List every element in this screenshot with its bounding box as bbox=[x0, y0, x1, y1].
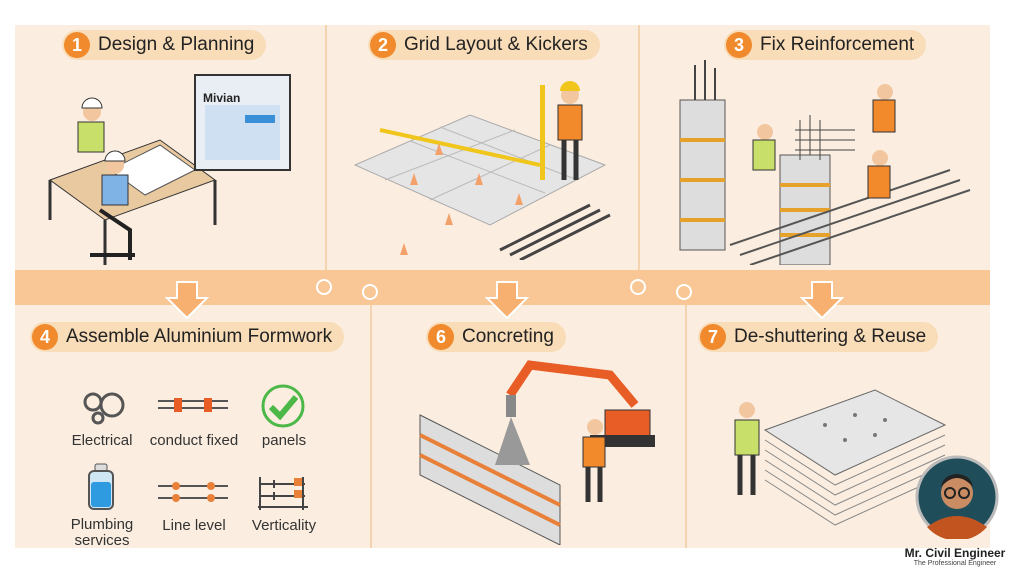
brand-signature: Mr. Civil Engineer The Professional Engi… bbox=[890, 546, 1020, 567]
step-number: 4 bbox=[32, 324, 58, 350]
concreting-illustration bbox=[419, 360, 655, 545]
item-label: Line level bbox=[162, 517, 226, 534]
step-title-text: Concreting bbox=[462, 326, 554, 347]
step-title-text: Design & Planning bbox=[98, 34, 255, 55]
step-1-title: 1 Design & Planning bbox=[62, 30, 267, 60]
connector-node bbox=[630, 279, 646, 295]
step-7-title: 7 De-shuttering & Reuse bbox=[698, 322, 939, 352]
step-2-title: 2 Grid Layout & Kickers bbox=[368, 30, 600, 60]
step-6-title: 6 Concreting bbox=[426, 322, 566, 352]
design-planning-illustration bbox=[48, 74, 291, 265]
item-label: Electrical bbox=[71, 432, 133, 449]
verticality-icon bbox=[258, 477, 308, 510]
divider bbox=[325, 25, 327, 270]
down-arrow-icon bbox=[800, 281, 844, 320]
step-title-text: Grid Layout & Kickers bbox=[404, 34, 588, 55]
step-4-title: 4 Assemble Aluminium Formwork bbox=[30, 322, 345, 352]
conduit-icon bbox=[158, 398, 228, 412]
gears-icon bbox=[83, 392, 125, 425]
connector-node bbox=[362, 284, 378, 300]
step-number: 7 bbox=[700, 324, 726, 350]
item-label: Plumbing services bbox=[70, 516, 134, 549]
step-number: 6 bbox=[428, 324, 454, 350]
avatar bbox=[915, 455, 999, 539]
connector-node bbox=[676, 284, 692, 300]
step-number: 1 bbox=[64, 32, 90, 58]
down-arrow-icon bbox=[485, 281, 529, 320]
step-title-text: De-shuttering & Reuse bbox=[734, 326, 927, 347]
down-arrow-icon bbox=[165, 281, 209, 320]
divider bbox=[685, 305, 687, 548]
reinforcement-illustration bbox=[679, 60, 971, 265]
screen-text: Mivian bbox=[203, 91, 241, 105]
brand-name: Mr. Civil Engineer bbox=[904, 546, 1006, 560]
deshuttering-illustration bbox=[734, 389, 947, 526]
item-label: panels bbox=[261, 432, 307, 449]
step-title-text: Fix Reinforcement bbox=[760, 34, 915, 55]
divider bbox=[370, 305, 372, 548]
step-number: 3 bbox=[726, 32, 752, 58]
grid-layout-illustration bbox=[353, 81, 611, 260]
connector-node bbox=[316, 279, 332, 295]
item-label: Verticality bbox=[251, 517, 317, 534]
check-circle-icon bbox=[261, 384, 305, 428]
step-title-text: Assemble Aluminium Formwork bbox=[66, 326, 333, 347]
brand-tagline: The Professional Engineer bbox=[913, 560, 997, 567]
step-number: 2 bbox=[370, 32, 396, 58]
line-level-icon bbox=[158, 482, 228, 502]
step-3-title: 3 Fix Reinforcement bbox=[724, 30, 927, 60]
bottle-icon bbox=[88, 463, 114, 510]
item-label: conduct fixed bbox=[149, 432, 239, 449]
divider bbox=[638, 25, 640, 270]
